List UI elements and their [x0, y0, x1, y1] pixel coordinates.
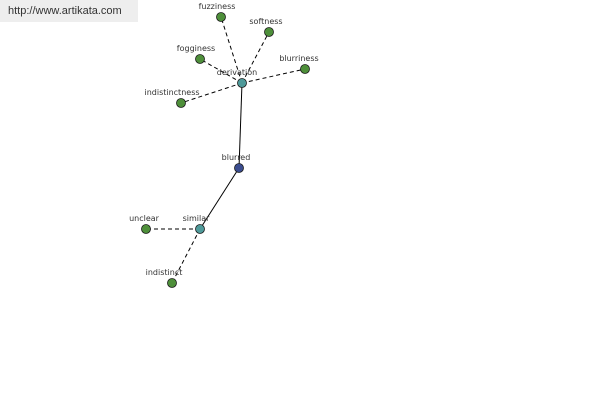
node-blurred[interactable] — [234, 163, 244, 173]
graph-edges — [146, 16, 306, 284]
edge-derivation-fuzziness — [220, 16, 243, 84]
graph-labels: blurred derivation similar fuzziness softnes… — [129, 2, 319, 277]
edge-blurred-similar — [199, 167, 240, 230]
edge-derivation-fogginess — [199, 58, 243, 84]
node-indistinctness[interactable] — [176, 98, 186, 108]
node-softness[interactable] — [264, 27, 274, 37]
node-label-softness[interactable]: softness — [249, 17, 282, 26]
node-label-blurred[interactable]: blurred — [222, 153, 251, 162]
node-label-fuzziness[interactable]: fuzziness — [199, 2, 236, 11]
node-similar[interactable] — [195, 224, 205, 234]
node-label-derivation[interactable]: derivation — [217, 68, 257, 77]
node-label-blurriness[interactable]: blurriness — [279, 54, 318, 63]
edge-blurred-derivation — [238, 82, 243, 169]
node-blurriness[interactable] — [300, 64, 310, 74]
site-url-link[interactable]: http://www.artikata.com — [8, 5, 122, 17]
edge-derivation-softness — [241, 31, 270, 84]
node-label-fogginess[interactable]: fogginess — [177, 44, 215, 53]
node-fuzziness[interactable] — [216, 12, 226, 22]
graph-nodes — [141, 12, 310, 288]
site-banner[interactable]: http://www.artikata.com — [0, 0, 138, 22]
node-indistinct[interactable] — [167, 278, 177, 288]
node-label-indistinctness[interactable]: indistinctness — [144, 88, 199, 97]
node-fogginess[interactable] — [195, 54, 205, 64]
node-label-unclear[interactable]: unclear — [129, 214, 160, 223]
node-label-similar[interactable]: similar — [183, 214, 211, 223]
edge-derivation-indistinctness — [180, 82, 243, 104]
edge-derivation-blurriness — [241, 68, 306, 84]
edge-similar-indistinct — [171, 228, 201, 284]
node-label-indistinct[interactable]: indistinct — [146, 268, 183, 277]
node-unclear[interactable] — [141, 224, 151, 234]
node-derivation[interactable] — [237, 78, 247, 88]
